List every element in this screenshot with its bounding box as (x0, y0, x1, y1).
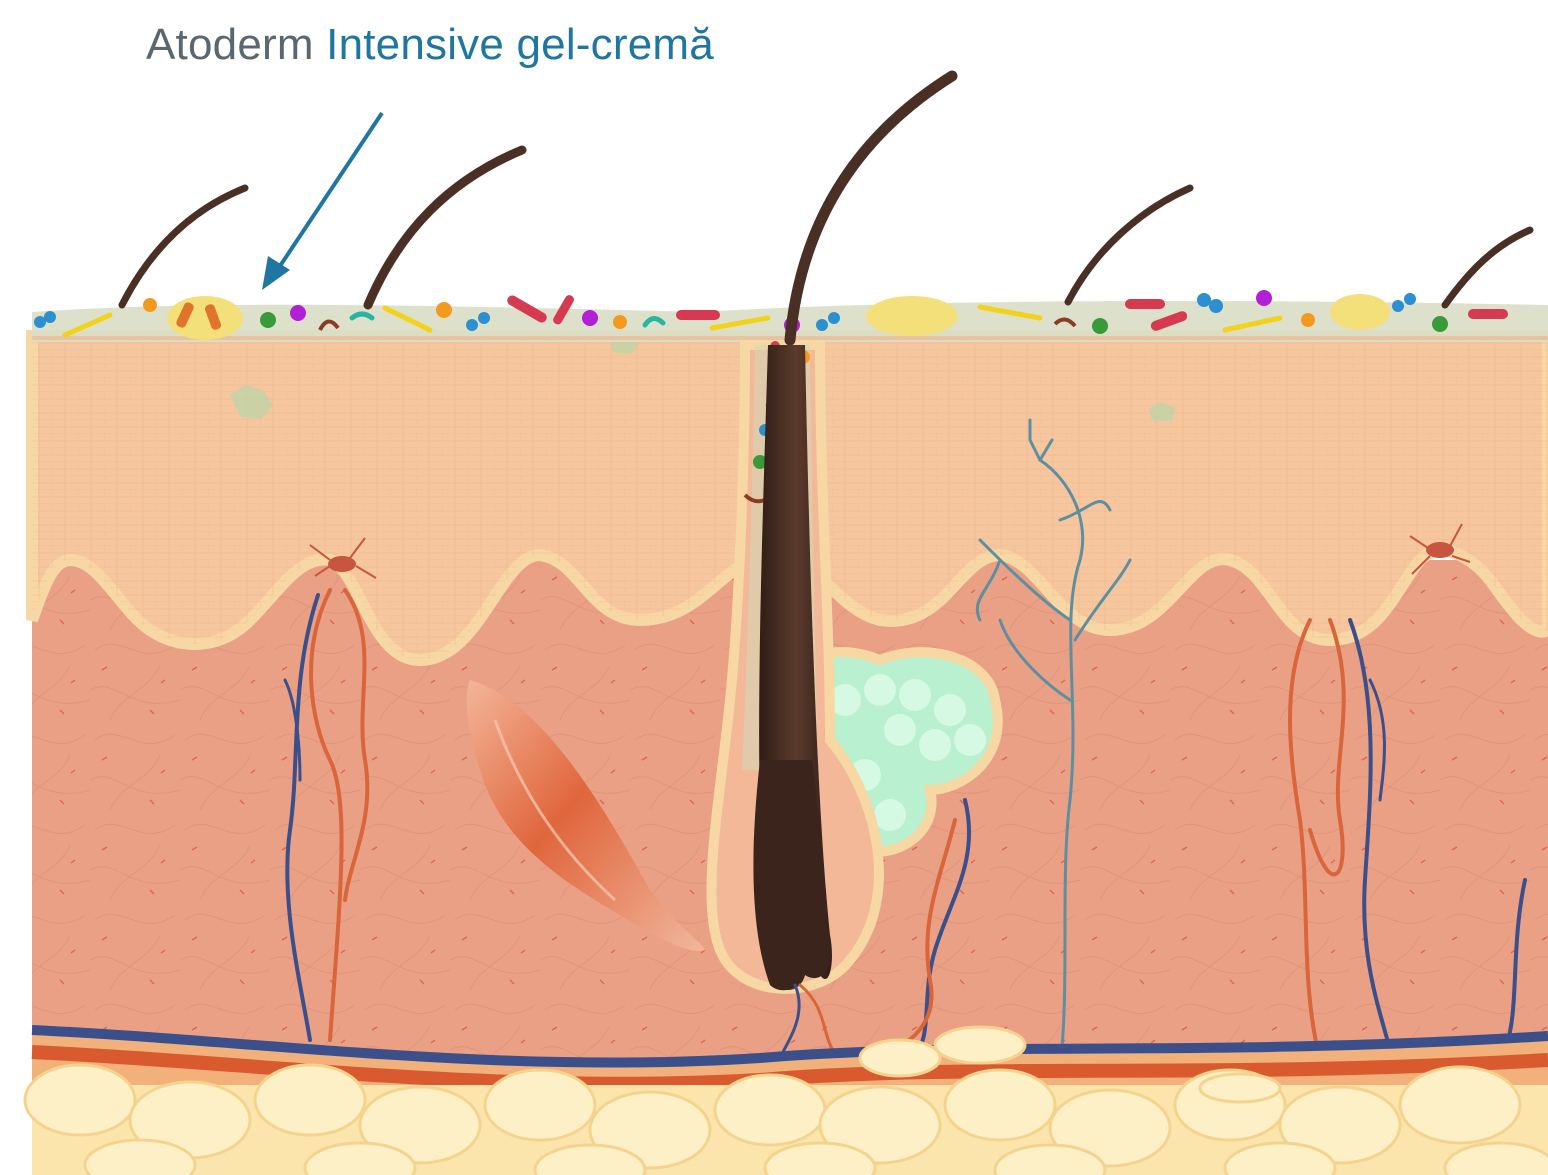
pointer-arrow (262, 113, 382, 290)
